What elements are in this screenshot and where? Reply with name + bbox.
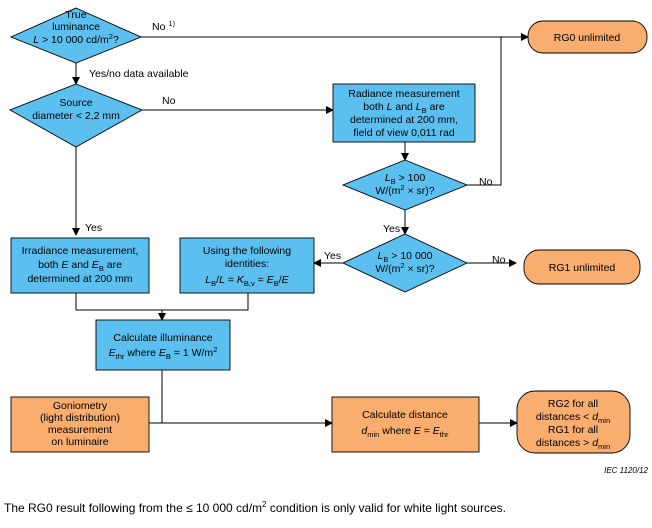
lb10000-line2: W/(m2 × sr)? (375, 261, 434, 275)
label-yes-3: Yes (324, 250, 341, 262)
identities-formula: LB/L = KB,v = EB/E (205, 274, 289, 288)
rg2-line4: distances > dmin (536, 437, 610, 451)
svg-text:identities:: identities: (225, 258, 269, 270)
svg-text:Source: Source (59, 97, 92, 109)
label-yes-no-data: Yes/no data available (89, 68, 189, 80)
label-no-1: No 1) (152, 19, 176, 33)
svg-text:RG1 unlimited: RG1 unlimited (549, 262, 616, 274)
illuminance-line2: Ethr where EB = 1 W/m2 (109, 345, 218, 361)
result-rg1-unlimited: RG1 unlimited (523, 249, 641, 285)
svg-text:True: True (65, 9, 86, 21)
svg-text:determined at 200 mm: determined at 200 mm (27, 273, 132, 285)
svg-text:RG0 unlimited: RG0 unlimited (554, 32, 621, 44)
svg-text:Goniometry: Goniometry (53, 400, 108, 412)
decision-source-diameter: Source diameter < 2,2 mm (8, 83, 144, 148)
label-no-3: No (479, 176, 493, 188)
process-radiance-measurement: Radiance measurement both L and LB are d… (332, 83, 476, 143)
process-calculate-distance: Calculate distance dmin where E = Ethr (331, 396, 480, 453)
result-rg0-unlimited: RG0 unlimited (527, 20, 648, 54)
lb100-line1: LB > 100 (385, 172, 426, 186)
svg-text:RG2 for all: RG2 for all (548, 398, 598, 410)
svg-text:diameter < 2,2 mm: diameter < 2,2 mm (32, 110, 120, 122)
process-goniometry: Goniometry (light distribution) measurem… (10, 396, 150, 453)
iec-reference: IEC 1120/12 (604, 466, 648, 475)
svg-text:Using the following: Using the following (203, 245, 291, 257)
svg-text:L > 10 000 cd/m2?: L > 10 000 cd/m2? (33, 32, 119, 46)
label-yes-1: Yes (85, 222, 102, 234)
decision-true-luminance: True luminance L > 10 000 cd/m2? (9, 7, 143, 64)
svg-text:RG1 for all: RG1 for all (548, 424, 598, 436)
rg2-line2: distances < dmin (536, 411, 610, 425)
distance-line2: dmin where E = Ethr (361, 425, 449, 439)
svg-text:determined at 200 mm,: determined at 200 mm, (350, 114, 458, 126)
true-luminance-cond: > 10 000 cd/m (39, 34, 109, 46)
label-no-2: No (162, 95, 176, 107)
label-no-4: No (492, 254, 506, 266)
label-yes-2: Yes (383, 223, 400, 235)
process-irradiance-measurement: Irradiance measurement, both E and EB ar… (10, 237, 150, 294)
svg-text:Calculate distance: Calculate distance (362, 409, 448, 421)
decision-lb-10000: LB > 10 000 W/(m2 × sr)? (341, 233, 469, 293)
svg-text:Radiance measurement: Radiance measurement (348, 88, 460, 100)
svg-text:Calculate illuminance: Calculate illuminance (113, 332, 212, 344)
footnote: The RG0 result following from the ≤ 10 0… (4, 500, 506, 515)
svg-text:Irradiance measurement,: Irradiance measurement, (22, 245, 139, 257)
svg-text:field of view 0,011 rad: field of view 0,011 rad (353, 127, 455, 139)
result-rg2-rg1-distances: RG2 for all distances < dmin RG1 for all… (516, 390, 631, 454)
lb10000-line1: LB > 10 000 (378, 250, 433, 264)
svg-text:(light distribution): (light distribution) (40, 412, 120, 424)
lb100-line2: W/(m2 × sr)? (375, 183, 434, 197)
process-identities: Using the following identities: LB/L = K… (179, 237, 315, 294)
process-calculate-illuminance: Calculate illuminance Ethr where EB = 1 … (95, 319, 231, 371)
svg-text:measurement: measurement (48, 424, 112, 436)
irradiance-line2: both E and EB are (38, 259, 122, 273)
svg-text:luminance: luminance (52, 21, 100, 33)
connectors (72, 33, 529, 427)
flowchart: True luminance L > 10 000 cd/m2? Source … (8, 7, 649, 475)
decision-lb-100: LB > 100 W/(m2 × sr)? (341, 159, 469, 211)
svg-text:on luminaire: on luminaire (51, 436, 108, 448)
radiance-line2: both L and LB are (363, 101, 445, 115)
connector-labels: No 1) Yes/no data available No No Yes Ye… (85, 19, 506, 266)
